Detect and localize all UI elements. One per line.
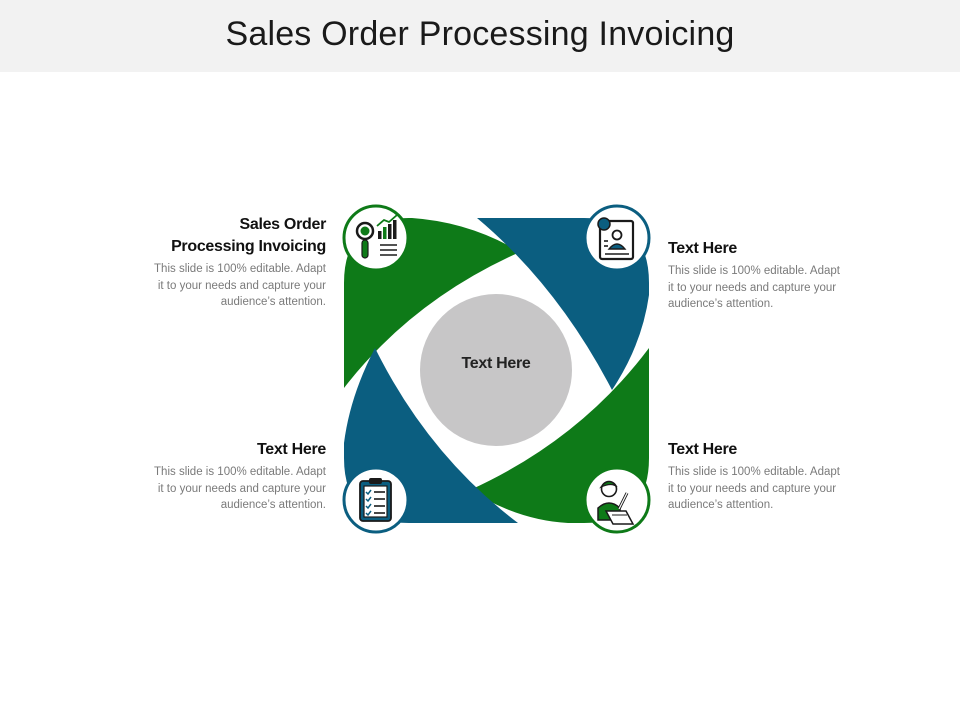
text-block-top-right: Text Here This slide is 100% editable. A… bbox=[668, 238, 868, 313]
block-heading: Text Here bbox=[668, 441, 738, 458]
title-bar bbox=[0, 0, 960, 72]
block-body: This slide is 100% editable. Adapt it to… bbox=[668, 466, 840, 511]
person-signing-document-icon bbox=[583, 466, 651, 534]
block-body: This slide is 100% editable. Adapt it to… bbox=[154, 263, 326, 308]
text-block-bottom-left: Text Here This slide is 100% editable. A… bbox=[126, 439, 326, 514]
user-profile-document-icon bbox=[583, 204, 651, 272]
text-block-bottom-right: Text Here This slide is 100% editable. A… bbox=[668, 439, 868, 514]
center-circle bbox=[420, 294, 572, 446]
block-heading: Text Here bbox=[668, 240, 738, 257]
analytics-search-icon bbox=[342, 204, 410, 272]
text-block-top-left: Sales Order Processing Invoicing This sl… bbox=[126, 214, 326, 311]
center-label: Text Here bbox=[461, 355, 531, 372]
block-heading: Text Here bbox=[256, 441, 326, 458]
block-body: This slide is 100% editable. Adapt it to… bbox=[154, 466, 326, 511]
clipboard-checklist-icon bbox=[342, 466, 410, 534]
slide-title: Sales Order Processing Invoicing bbox=[225, 15, 735, 53]
block-heading: Sales Order Processing Invoicing bbox=[171, 216, 326, 255]
block-body: This slide is 100% editable. Adapt it to… bbox=[668, 265, 840, 310]
